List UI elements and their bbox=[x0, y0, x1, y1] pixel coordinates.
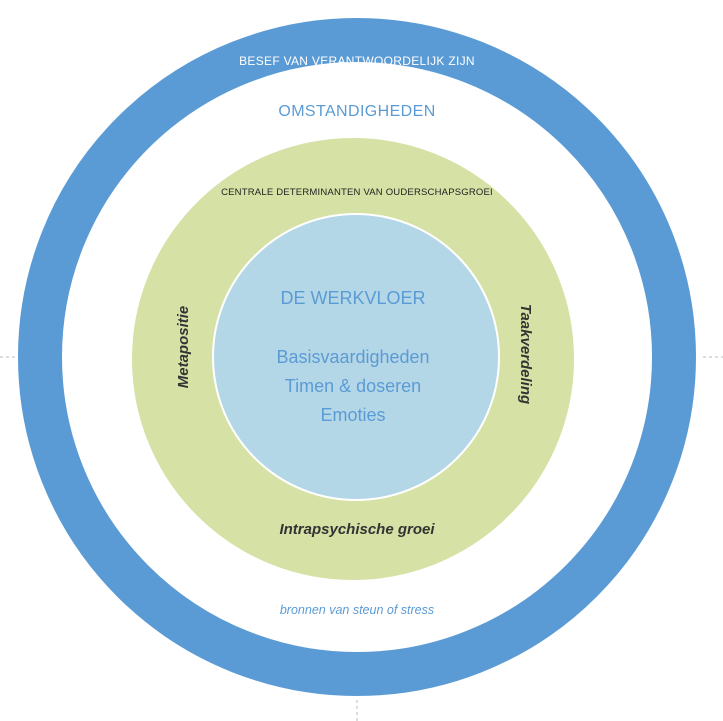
circumstances-label: OMSTANDIGHEDEN bbox=[278, 103, 435, 120]
core-title: DE WERKVLOER bbox=[280, 288, 425, 308]
determinants-label: CENTRALE DETERMINANTEN VAN OUDERSCHAPSGR… bbox=[221, 187, 493, 198]
support-stress-label: bronnen van steun of stress bbox=[280, 603, 434, 617]
core-item-3: Emoties bbox=[320, 405, 385, 425]
outer-ring bbox=[18, 18, 696, 696]
outer-ring-label: BESEF VAN VERANTWOORDELIJK ZIJN bbox=[239, 54, 475, 68]
taakverdeling-label: Taakverdeling bbox=[517, 304, 534, 404]
metapositie-label: Metapositie bbox=[175, 306, 192, 389]
core-item-2: Timen & doseren bbox=[285, 376, 421, 396]
intrapsychic-growth-label: Intrapsychische groei bbox=[279, 521, 435, 538]
core-circle bbox=[212, 213, 500, 501]
core-item-1: Basisvaardigheden bbox=[276, 347, 429, 367]
